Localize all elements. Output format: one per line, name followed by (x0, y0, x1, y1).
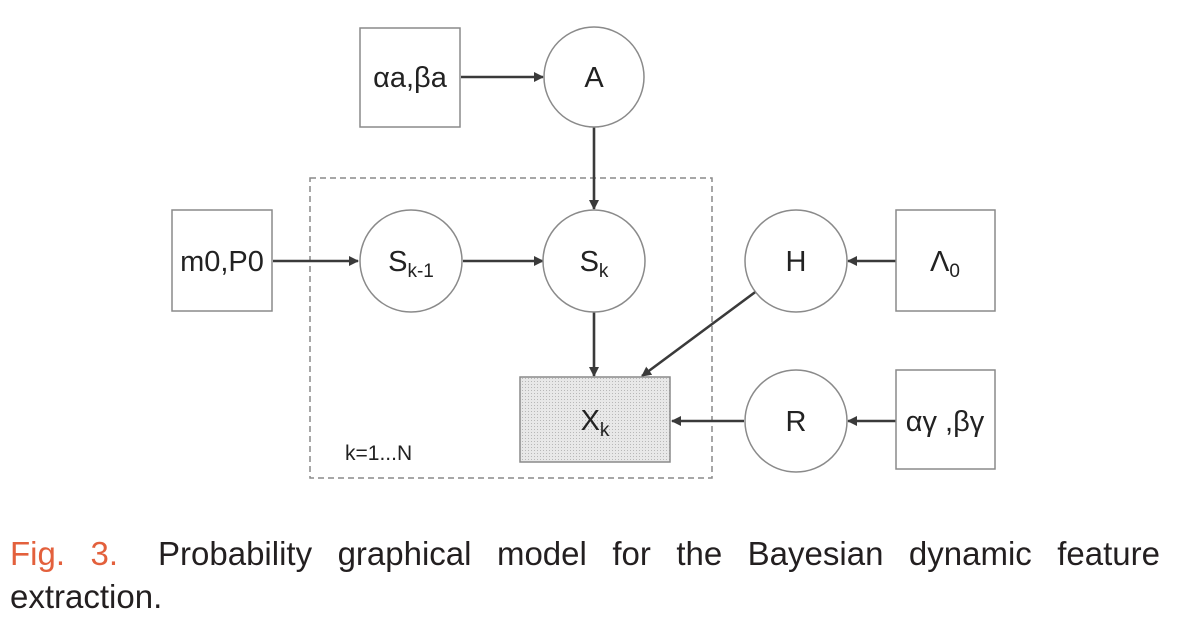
node-X-k (519, 376, 671, 463)
node-m0-P0 (171, 209, 273, 312)
node-Lambda0-label: Λ0 (930, 246, 960, 282)
node-alpha-beta-gamma-label: αγ ,βγ (906, 406, 985, 438)
graphical-model-diagram: k=1...N αa,βa A m0,P0 Sk-1 Sk H Λ0 Xk R … (171, 26, 996, 479)
node-R (744, 369, 848, 473)
node-m0-P0-label: m0,P0 (180, 246, 264, 278)
plate (309, 177, 713, 479)
node-S-k-minus-1 (359, 209, 463, 313)
edge-H-to-Xk (641, 288, 759, 378)
node-Lambda0-main: Λ (930, 246, 950, 278)
node-S-k-minus-1-label: Sk-1 (388, 246, 434, 282)
node-A-label: A (584, 62, 604, 94)
node-S-k-subscript: k (599, 261, 609, 282)
node-Lambda0 (895, 209, 996, 312)
node-X-k-main: X (581, 405, 600, 437)
node-R-label: R (786, 406, 807, 438)
caption-label: Fig. 3. (10, 535, 119, 572)
plate-label: k=1...N (345, 442, 412, 465)
node-alpha-beta-gamma (895, 369, 996, 470)
node-S-k-label: Sk (580, 246, 609, 282)
node-S-k (542, 209, 646, 313)
node-X-k-label: Xk (581, 405, 610, 441)
node-S-k-main: S (580, 246, 599, 278)
node-Lambda0-subscript: 0 (949, 261, 960, 282)
node-X-k-subscript: k (600, 420, 610, 441)
figure-caption: Fig. 3.Probability graphical model for t… (10, 532, 1160, 618)
node-S-k-minus-1-subscript: k-1 (407, 261, 433, 282)
node-H-label: H (786, 246, 807, 278)
node-H (744, 209, 848, 313)
node-S-k-minus-1-main: S (388, 246, 407, 278)
caption-text: Probability graphical model for the Baye… (10, 535, 1160, 615)
node-alpha-beta-a (359, 27, 461, 128)
node-A (543, 26, 645, 128)
node-alpha-beta-a-label: αa,βa (373, 62, 448, 94)
